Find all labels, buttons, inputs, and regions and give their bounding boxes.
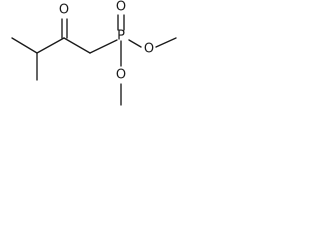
- bond-carbonyl-to-ch2: [63, 37, 91, 54]
- bonds: [11, 14, 177, 106]
- bond-o-right-to-methyl: [155, 37, 177, 48]
- bond-p-to-o-right: [128, 39, 142, 48]
- atom-labels: O P O O O: [59, 0, 154, 83]
- atom-label-carbonyl-oxygen: O: [59, 3, 69, 18]
- atom-label-phosphorus: P: [117, 29, 125, 44]
- bond-methyl-upper: [11, 37, 38, 54]
- bond-ch2-to-p: [89, 39, 118, 54]
- atom-label-phosphoryl-oxygen: O: [116, 0, 126, 15]
- bond-ch-to-carbonyl: [36, 37, 65, 54]
- chemical-structure-diagram: O P O O O: [11, 0, 177, 106]
- atom-label-methoxy-oxygen-lower: O: [116, 68, 126, 83]
- atom-label-methoxy-oxygen-right: O: [144, 42, 154, 57]
